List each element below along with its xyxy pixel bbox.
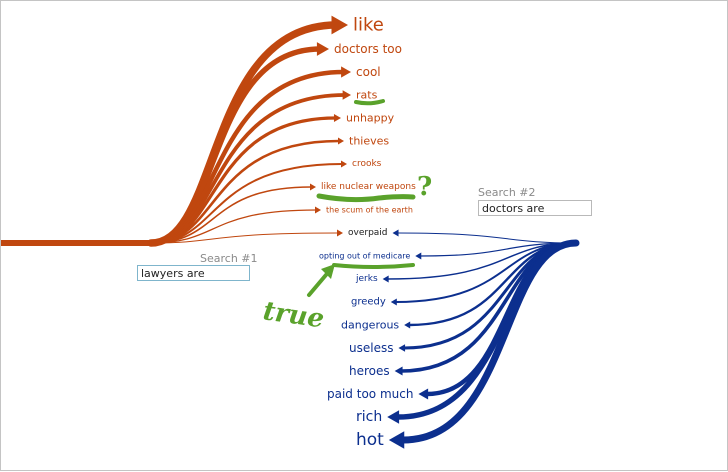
- right-flow-arrowhead-useless: [398, 344, 406, 352]
- underline-opting-out-of-medicare: [332, 263, 415, 269]
- left-result-overpaid[interactable]: overpaid: [348, 228, 388, 238]
- annotations-group: ? true: [261, 99, 432, 334]
- right-result-rich[interactable]: rich: [356, 409, 382, 425]
- right-flow-arrowhead-greedy: [390, 298, 397, 306]
- underline-rats: [354, 99, 385, 106]
- right-flow-arrowhead-overpaid: [392, 229, 399, 237]
- left-result-thieves[interactable]: thieves: [349, 135, 389, 148]
- right-flow-line-hot: [399, 239, 580, 444]
- left-result-rats[interactable]: rats: [356, 89, 378, 102]
- left-result-doctors-too[interactable]: doctors too: [334, 42, 402, 56]
- underline-like-nuclear-weapons: [316, 193, 416, 203]
- right-flow-arrowhead-heroes: [394, 366, 403, 376]
- right-flow-arrowhead-rich: [387, 410, 400, 424]
- right-result-heroes[interactable]: heroes: [349, 364, 390, 378]
- right-result-overpaid[interactable]: overpaid: [348, 228, 388, 238]
- handwritten-true-note: true: [261, 296, 326, 334]
- handwritten-question-mark: ?: [417, 172, 432, 202]
- left-flow-arrowhead-crooks: [341, 160, 347, 168]
- left-flow-arrowhead-unhappy: [333, 114, 341, 122]
- left-flow-group: like doctors too cool rats unhappy thieves cro…: [1, 15, 416, 247]
- right-result-hot[interactable]: hot: [356, 430, 384, 450]
- left-flow-line-the-scum-of-the-earth: [150, 209, 317, 244]
- right-result-paid-too-much[interactable]: paid too much: [327, 387, 413, 401]
- left-flow-line-like-nuclear-weapons: [150, 186, 312, 244]
- right-result-dangerous[interactable]: dangerous: [341, 319, 399, 332]
- right-result-greedy[interactable]: greedy: [351, 297, 386, 308]
- left-result-cool[interactable]: cool: [356, 65, 381, 79]
- right-flow-arrowhead-jerks: [382, 275, 389, 283]
- search-1-label: Search #1: [200, 252, 258, 265]
- right-flow-arrowhead-paid-too-much: [418, 388, 429, 400]
- left-flow-arrowhead-rats: [342, 90, 351, 100]
- right-flow-arrowhead-opting-out-of-medicare: [415, 252, 422, 260]
- left-flow-arrowhead-cool: [341, 66, 351, 78]
- right-flow-line-jerks: [386, 242, 577, 280]
- left-flow-line-overpaid: [150, 232, 339, 244]
- left-flow-arrowhead-like-nuclear-weapons: [310, 183, 316, 191]
- left-result-crooks[interactable]: crooks: [352, 159, 382, 169]
- right-flow-arrowhead-dangerous: [404, 321, 411, 329]
- right-flow-line-overpaid: [397, 232, 577, 244]
- left-result-like[interactable]: like: [353, 15, 384, 36]
- left-flow-line-thieves: [149, 139, 341, 245]
- left-flow-arrowhead-thieves: [338, 137, 344, 145]
- left-result-the-scum-of-the-earth[interactable]: the scum of the earth: [326, 206, 413, 215]
- right-flow-group: overpaid opting out of medicare jerks greed…: [319, 228, 728, 450]
- handwritten-arrow-head: [321, 264, 335, 279]
- left-flow-arrowhead-like: [331, 15, 348, 35]
- left-flow-line-crooks: [150, 163, 343, 244]
- right-result-jerks[interactable]: jerks: [355, 274, 378, 284]
- left-result-like-nuclear-weapons[interactable]: like nuclear weapons: [321, 182, 416, 192]
- left-flow-arrowhead-the-scum-of-the-earth: [315, 206, 321, 214]
- search-2-label: Search #2: [478, 186, 536, 199]
- right-result-opting-out-of-medicare[interactable]: opting out of medicare: [319, 252, 410, 261]
- right-result-useless[interactable]: useless: [349, 341, 393, 355]
- search-1-input[interactable]: [137, 265, 250, 281]
- left-flow-arrowhead-doctors-too: [316, 42, 329, 56]
- search-2-input[interactable]: [478, 200, 592, 216]
- left-result-unhappy[interactable]: unhappy: [346, 112, 395, 125]
- left-flow-arrowhead-overpaid: [337, 229, 343, 237]
- right-flow-arrowhead-hot: [388, 431, 405, 449]
- right-flow-line-opting-out-of-medicare: [419, 242, 577, 257]
